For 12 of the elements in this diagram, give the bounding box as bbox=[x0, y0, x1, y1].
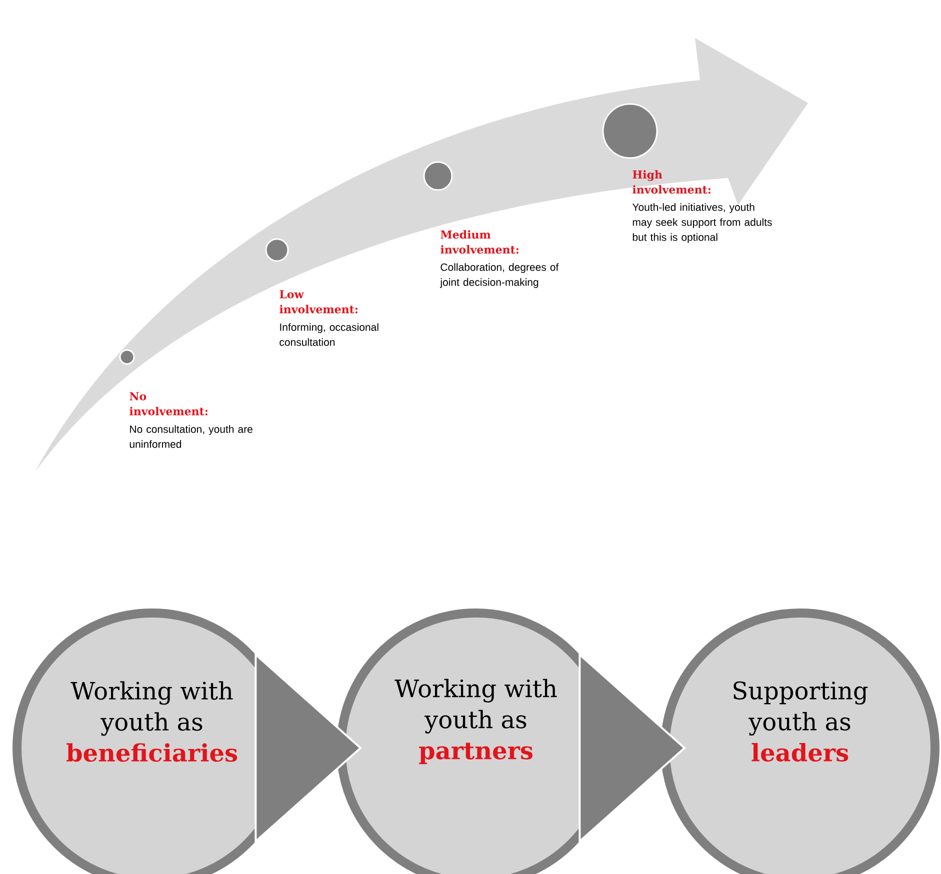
stage-heading: No involvement: bbox=[130, 392, 208, 416]
stage-dot bbox=[602, 103, 658, 159]
stage-description: Collaboration, degrees of joint decision-making bbox=[440, 263, 559, 288]
stage-heading: High involvement: bbox=[632, 170, 710, 194]
stage-dot bbox=[119, 349, 135, 365]
stage-dot bbox=[265, 238, 289, 262]
stage-description: Youth-led initiatives, youth may seek support from adults but this is optional bbox=[632, 203, 772, 243]
stage-description: No consultation, youth are uninformed bbox=[130, 425, 252, 448]
stage-dot bbox=[423, 161, 453, 191]
stage-description: Informing, occasional consultation bbox=[280, 323, 378, 346]
stage-heading: Medium involvement: bbox=[440, 230, 518, 254]
stage-heading: Low involvement: bbox=[280, 290, 358, 314]
